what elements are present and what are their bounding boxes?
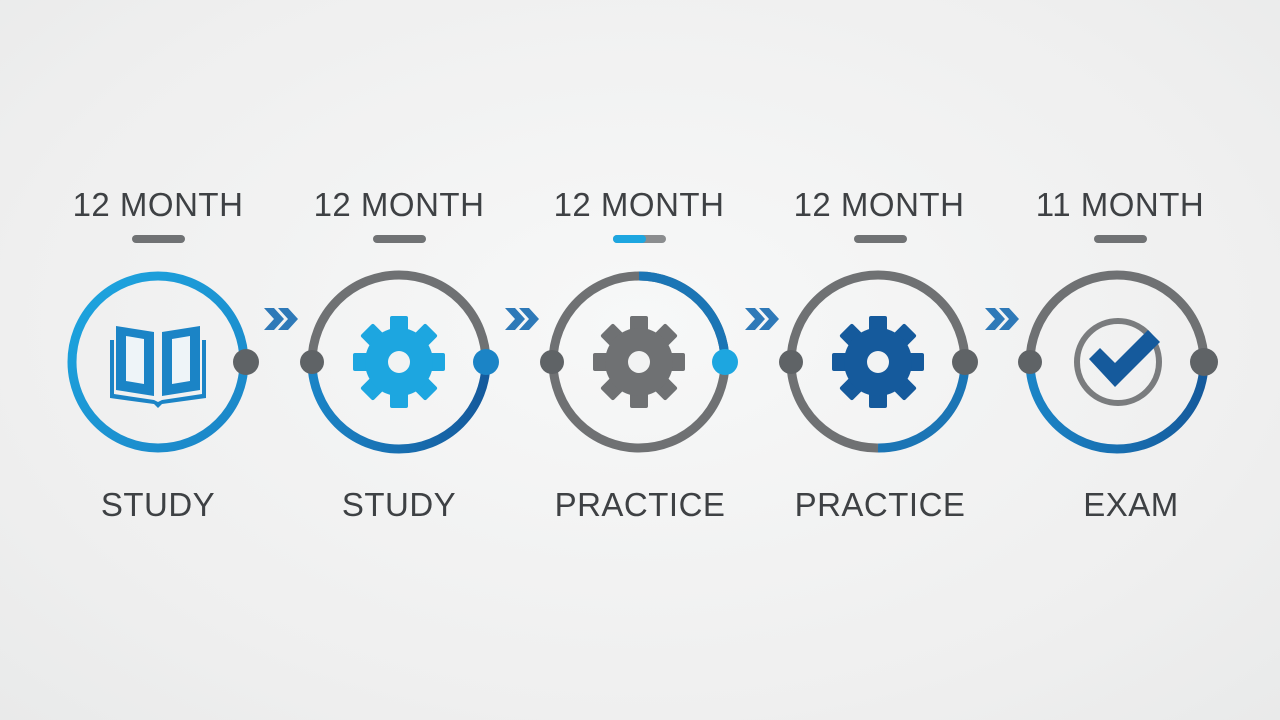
chevrons [264, 308, 1019, 330]
double-chevron-right-icon [985, 308, 1019, 330]
connector-node [300, 350, 324, 374]
step-ring [1025, 270, 1209, 363]
gear-icon [832, 316, 924, 408]
step-duration: 12 MONTH [72, 186, 244, 223]
step-label: STUDY [100, 486, 216, 523]
gear-icon [593, 316, 685, 408]
step-node [1018, 270, 1218, 454]
step-node [67, 271, 259, 453]
step-ring [786, 270, 970, 363]
connector-node [473, 349, 499, 375]
connector-node [952, 349, 978, 375]
step-ring-progress [638, 271, 730, 363]
check-circle-icon [1074, 318, 1162, 406]
double-chevron-right-icon [264, 308, 298, 330]
step-duration: 11 MONTH [1035, 186, 1205, 223]
connector-node [779, 350, 803, 374]
step-node [779, 270, 978, 453]
step-ring-progress [1025, 361, 1209, 454]
gear-icon [353, 316, 445, 408]
step-label: PRACTICE [794, 486, 966, 523]
step-duration: 12 MONTH [793, 186, 965, 223]
step-ring [307, 270, 491, 363]
step-duration: 12 MONTH [313, 186, 485, 223]
connector-node [1018, 350, 1042, 374]
step-ring-progress [307, 361, 491, 454]
connector-node [712, 349, 738, 375]
step-ring-progress [877, 361, 970, 453]
step-duration: 12 MONTH [553, 186, 725, 223]
open-book-icon [110, 326, 206, 408]
step-ring [786, 361, 879, 453]
step-label: EXAM [1083, 486, 1179, 523]
double-chevron-right-icon [745, 308, 779, 330]
step-node [300, 270, 499, 454]
connector-node [233, 349, 259, 375]
step-label: STUDY [341, 486, 457, 523]
step-ring [67, 271, 249, 453]
step-node [540, 271, 738, 453]
connector-node [1190, 348, 1218, 376]
double-chevron-right-icon [505, 308, 539, 330]
connector-node [540, 350, 564, 374]
step-label: PRACTICE [554, 486, 726, 523]
